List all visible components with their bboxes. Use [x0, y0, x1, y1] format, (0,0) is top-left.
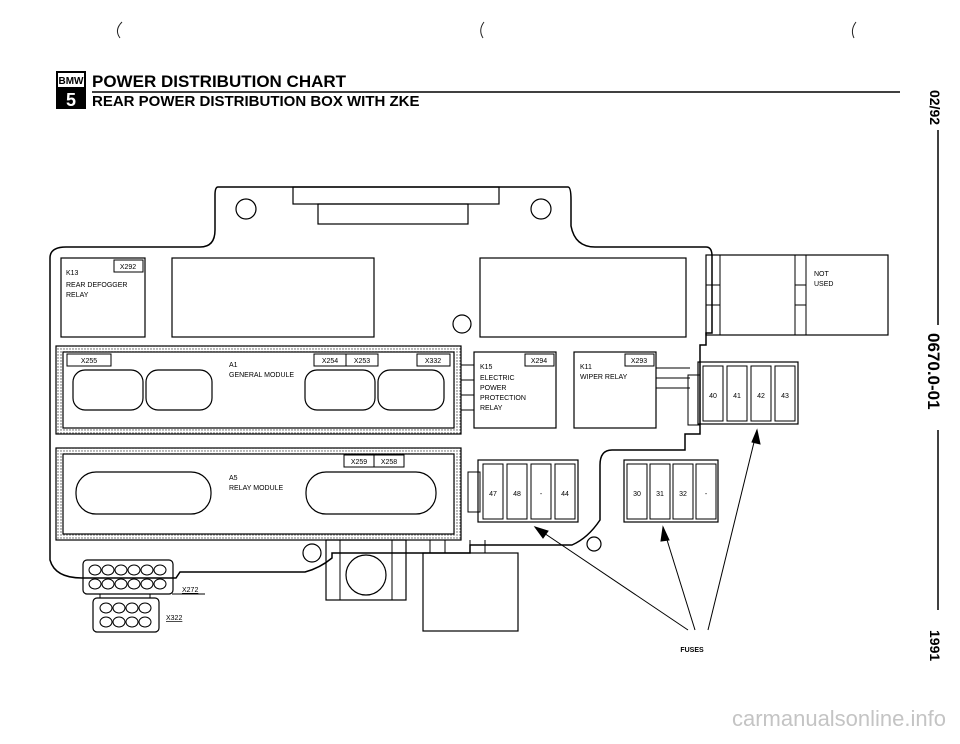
relay-k11: X293 K11 WIPER RELAY — [573, 351, 690, 429]
fuse-30-label: 30 — [633, 491, 641, 498]
k13-name-line2: RELAY — [66, 292, 89, 299]
fuse-43: 43 — [774, 365, 796, 422]
scan-mark — [851, 21, 857, 39]
a5-connector-x258: X258 — [381, 459, 397, 466]
mount-hole-top-left — [235, 198, 257, 220]
a1-id-label: A1 — [229, 362, 238, 369]
fuse-30: 30 — [626, 463, 648, 520]
fuse-group-middle-left: 47 48 - 44 — [467, 459, 579, 523]
a1-connector-x332: X332 — [425, 358, 441, 365]
k13-id-label: K13 — [66, 270, 79, 277]
fuse-41: 41 — [726, 365, 748, 422]
fuse-empty-2-label: - — [705, 491, 708, 498]
fuse-43-label: 43 — [781, 393, 789, 400]
a1-connector-x254: X254 — [322, 358, 338, 365]
a5-name-label: RELAY MODULE — [229, 485, 284, 492]
fuse-empty-1: - — [530, 463, 552, 520]
fuse-empty-1-label: - — [540, 491, 543, 498]
watermark: carmanualsonline.info — [732, 706, 946, 731]
a5-socket-left — [75, 471, 212, 515]
k15-name-line2: POWER — [480, 385, 506, 392]
a1-socket-3 — [304, 369, 376, 411]
scan-mark — [480, 21, 485, 39]
k15-name-line3: PROTECTION — [480, 395, 526, 402]
fuse-42: 42 — [750, 365, 772, 422]
fuse-44-label: 44 — [561, 491, 569, 498]
a5-connector-x259: X259 — [351, 459, 367, 466]
fuse-31: 31 — [649, 463, 671, 520]
a5-id-label: A5 — [229, 475, 238, 482]
page-title: POWER DISTRIBUTION CHART — [92, 72, 347, 91]
k13-connector-label: X292 — [120, 264, 136, 271]
k11-connector-label: X293 — [631, 358, 647, 365]
connector-x272: X272 — [82, 559, 205, 595]
a1-socket-2 — [145, 369, 213, 411]
fuse-48-label: 48 — [513, 491, 521, 498]
x272-label: X272 — [182, 587, 198, 594]
a1-socket-4 — [377, 369, 445, 411]
distribution-box-outline — [49, 186, 713, 579]
fuse-47: 47 — [482, 463, 504, 520]
a1-socket-1 — [72, 369, 144, 411]
bmw-5-series-logo: BMW 5 — [56, 71, 86, 110]
k15-connector-label: X294 — [531, 358, 547, 365]
k15-id-label: K15 — [480, 364, 493, 371]
a1-connector-x255: X255 — [81, 358, 97, 365]
fuse-group-right: 40 41 42 43 — [687, 361, 799, 426]
fuse-41-label: 41 — [733, 393, 741, 400]
k11-name-line1: WIPER RELAY — [580, 374, 628, 381]
blank-slot-left — [171, 257, 375, 338]
a1-connector-x253: X253 — [354, 358, 370, 365]
mount-hole-top-right — [530, 198, 552, 220]
logo-top-text: BMW — [59, 76, 85, 87]
fuse-empty-2: - — [695, 463, 717, 520]
a1-name-label: GENERAL MODULE — [229, 372, 294, 379]
top-tab-outer — [292, 186, 500, 205]
logo-bottom-text: 5 — [66, 90, 76, 110]
fuse-47-label: 47 — [489, 491, 497, 498]
fuses-label: FUSES — [680, 647, 704, 654]
relay-k13: X292 K13 REAR DEFOGGER RELAY — [60, 257, 146, 338]
mount-hole-lower-left — [302, 543, 322, 563]
doc-number-label: 0670.0-01 — [924, 333, 943, 410]
fuse-pointers — [533, 428, 761, 631]
x322-label: X322 — [166, 615, 182, 622]
a5-socket-right — [305, 471, 437, 515]
not-used-line2: USED — [814, 281, 833, 288]
fuse-31-label: 31 — [656, 491, 664, 498]
k13-name-line1: REAR DEFOGGER — [66, 282, 127, 289]
page-subtitle: REAR POWER DISTRIBUTION BOX WITH ZKE — [92, 93, 420, 110]
k15-name-line4: RELAY — [480, 405, 503, 412]
fuse-40: 40 — [702, 365, 724, 422]
connector-x322: X322 — [92, 594, 182, 633]
fuse-40-label: 40 — [709, 393, 717, 400]
mount-hole-lower-right — [586, 536, 602, 552]
bottom-plug-block — [422, 540, 519, 632]
fuse-42-label: 42 — [757, 393, 765, 400]
bottom-stud-block — [325, 539, 407, 601]
fuse-44: 44 — [554, 463, 576, 520]
date-label: 02/92 — [927, 90, 943, 125]
k11-id-label: K11 — [580, 364, 592, 371]
fuse-48: 48 — [506, 463, 528, 520]
blank-slot-right — [479, 257, 687, 338]
fuse-group-middle-right: 30 31 32 - — [623, 459, 719, 523]
relay-k15: X294 K15 ELECTRIC POWER PROTECTION RELAY — [461, 351, 557, 429]
module-a1: X255 X254 X253 X332 A1 GENERAL MODULE — [55, 345, 462, 435]
top-tab-inner — [317, 203, 469, 225]
module-a5: X259 X258 A5 RELAY MODULE — [55, 447, 462, 541]
fuse-32-label: 32 — [679, 491, 687, 498]
k15-name-line1: ELECTRIC — [480, 375, 515, 382]
mount-hole-middle — [452, 314, 472, 334]
not-used-line1: NOT — [814, 271, 830, 278]
year-label: 1991 — [927, 630, 943, 661]
fuse-32: 32 — [672, 463, 694, 520]
scan-mark — [116, 21, 123, 39]
not-used-slot: NOT USED — [705, 254, 889, 336]
